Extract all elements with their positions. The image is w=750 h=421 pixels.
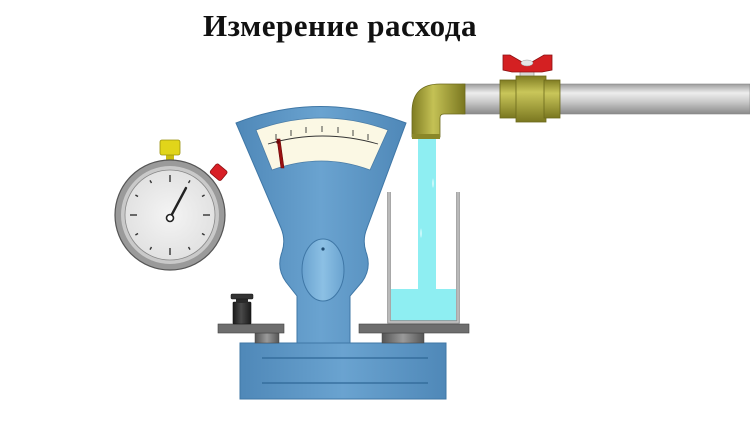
stopwatch-hand bbox=[168, 186, 188, 220]
counterweight[interactable] bbox=[230, 293, 254, 325]
ball-valve[interactable] bbox=[499, 54, 561, 123]
dial-ticks bbox=[275, 126, 369, 140]
scale-needle bbox=[276, 138, 285, 169]
stopwatch bbox=[114, 139, 228, 271]
diagram-title: Измерение расхода bbox=[203, 8, 477, 43]
water-stream bbox=[418, 139, 436, 289]
measuring-vessel bbox=[387, 192, 460, 324]
pipe-elbow bbox=[411, 83, 466, 139]
scale-oval-window bbox=[301, 238, 345, 302]
scale-dial bbox=[255, 117, 389, 171]
weighing-scale bbox=[235, 106, 447, 400]
stopwatch-ticks bbox=[130, 175, 210, 255]
left-pan bbox=[217, 323, 285, 344]
right-pan bbox=[358, 323, 470, 344]
